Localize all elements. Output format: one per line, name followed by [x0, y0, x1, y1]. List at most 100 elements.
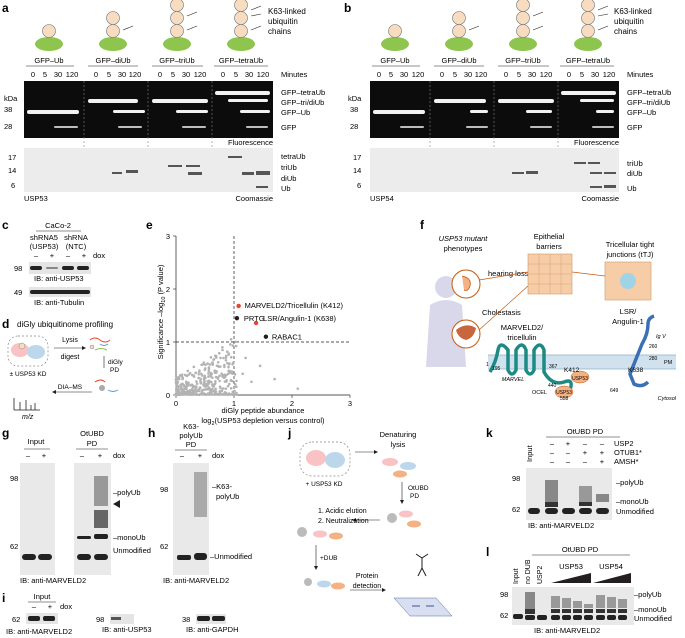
- blot-gapdh-i: [196, 614, 226, 624]
- ib-label: IB: anti-MARVELD2: [163, 576, 229, 585]
- polyub-smear: [573, 601, 582, 608]
- highlighted-point: [263, 334, 269, 339]
- coom-mw-a: 17 14 6: [8, 153, 16, 190]
- background-point: [218, 385, 222, 388]
- timepoint: 5: [389, 70, 393, 79]
- igv-label: Ig V: [656, 334, 667, 340]
- beads-icon: [387, 510, 421, 528]
- denat-label: lysis: [391, 440, 406, 449]
- dox-label: dox: [212, 451, 224, 460]
- sign: –: [26, 451, 31, 460]
- background-point: [197, 376, 200, 380]
- timepoint: 5: [43, 70, 47, 79]
- ub-icon: [106, 11, 120, 25]
- detect-label: Protein: [356, 573, 378, 580]
- background-point: [229, 370, 233, 374]
- phenotypes-label: phenotypes: [444, 244, 483, 253]
- timepoint: 0: [94, 70, 98, 79]
- band-label: diUb: [627, 169, 642, 178]
- timepoint: 0: [377, 70, 381, 79]
- background-point: [202, 361, 206, 364]
- background-point: [216, 377, 220, 380]
- band-label: triUb: [627, 159, 643, 168]
- band-label: –Unmodified: [210, 552, 252, 561]
- highlighted-point: [236, 303, 241, 309]
- chains-label: chains: [614, 27, 637, 36]
- background-point: [207, 372, 210, 375]
- polyub-smear: [618, 599, 627, 608]
- coom-band-labels-b: triUb diUb Ub: [627, 159, 643, 193]
- panel-letter-k: k: [486, 426, 493, 440]
- band-label: GFP–Ub: [281, 108, 310, 117]
- band-label: tetraUb: [281, 152, 306, 161]
- ms-label: DIA–MS: [58, 384, 83, 391]
- person-icon: [426, 276, 466, 367]
- unmodified-band: [551, 615, 560, 620]
- k-band-labels: –polyUb –monoUb Unmodified: [616, 478, 654, 516]
- ib-label: IB: anti-MARVELD2: [528, 521, 594, 530]
- g-band-labels: –polyUb –monoUb Unmodified: [113, 488, 151, 555]
- background-point: [191, 385, 195, 389]
- residue-number: 440: [548, 383, 557, 389]
- background-point: [227, 365, 230, 369]
- background-point: [174, 388, 178, 392]
- polyub-smear: [607, 597, 616, 608]
- dub-label: +DUB: [320, 555, 338, 562]
- band-label: polyUb: [216, 492, 239, 501]
- k-row-labels: USP2 OTUB1* AMSH*: [614, 439, 642, 466]
- background-point: [188, 371, 192, 375]
- background-point: [191, 392, 195, 395]
- x-axis-label-2: log2(USP53 depletion versus control): [201, 416, 325, 427]
- band-label: –monoUb: [616, 497, 649, 506]
- ub-icon: [581, 24, 595, 38]
- ib-label: IB: anti-MARVELD2: [6, 627, 72, 636]
- background-point: [174, 377, 178, 380]
- y-axis-label: Significance –log10 (P value): [156, 264, 167, 359]
- background-point: [192, 374, 196, 377]
- band-label: GFP: [281, 123, 296, 132]
- background-point: [197, 370, 201, 374]
- sign: –: [550, 439, 555, 448]
- ub-icon: [452, 11, 466, 25]
- background-point: [207, 369, 211, 373]
- coomassie-label: Coomassie: [581, 194, 619, 203]
- panel-d: d diGly ubiquitinome profiling ± USP53 K…: [2, 317, 124, 421]
- timepoint: 120: [475, 70, 488, 79]
- cell-line-label: CaCo-2: [45, 221, 71, 230]
- residue-number: 280: [649, 356, 658, 362]
- k-sign-grid: – + – – – – + + – – – +: [550, 439, 605, 466]
- sign: –: [80, 451, 85, 460]
- pm-label: PM: [664, 360, 673, 366]
- sign: –: [550, 448, 555, 457]
- substrate-labels-b: GFP–Ub GFP–diUb GFP–triUb GFP–tetraUb: [380, 56, 610, 65]
- background-point: [229, 378, 233, 382]
- panel-letter-g: g: [2, 426, 9, 440]
- band-label: Unmodified: [634, 614, 672, 623]
- shrna-label: shRNA5: [30, 233, 58, 242]
- mw-marker: 38: [4, 105, 12, 114]
- arrow-icon: [382, 588, 386, 592]
- coom-bands-a: [112, 156, 270, 188]
- kd-label: + USP53 KD: [305, 481, 342, 488]
- barriers-label: Epithelial: [534, 232, 565, 241]
- background-point: [241, 372, 244, 376]
- background-point: [200, 372, 203, 376]
- monoub-band: [551, 609, 560, 613]
- background-point: [232, 392, 236, 396]
- background-point: [199, 377, 202, 381]
- pd-label: OtUBD: [408, 485, 429, 492]
- ib-label: IB: anti-MARVELD2: [534, 626, 600, 635]
- background-point: [213, 369, 217, 372]
- gfp-icon: [227, 37, 255, 51]
- background-point: [182, 390, 186, 394]
- background-point: [210, 372, 213, 376]
- timepoint: 30: [118, 70, 126, 79]
- timepoint: 120: [194, 70, 207, 79]
- timepoint: 120: [540, 70, 553, 79]
- background-point: [214, 375, 218, 379]
- denat-label: Denaturing: [380, 430, 417, 439]
- background-point: [206, 384, 209, 388]
- band-label: Unmodified: [616, 507, 654, 516]
- timepoint: 0: [504, 70, 508, 79]
